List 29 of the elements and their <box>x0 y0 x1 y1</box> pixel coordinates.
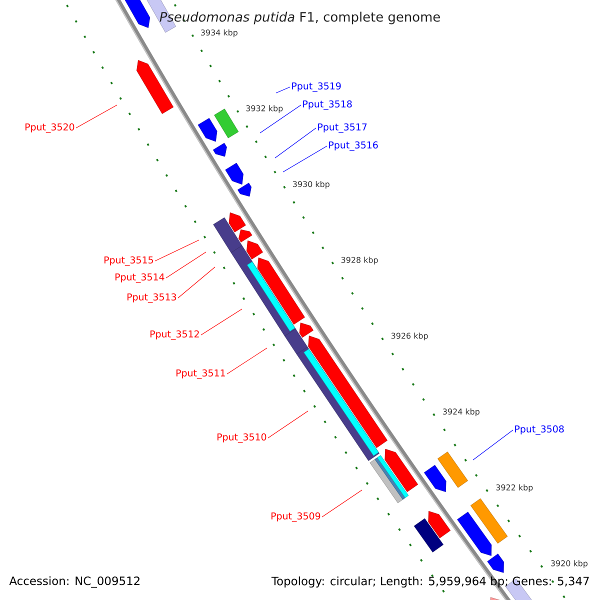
leader-line <box>268 410 308 438</box>
leader-line <box>76 104 118 128</box>
leader-line <box>226 348 268 374</box>
leader-line <box>154 240 200 262</box>
leader-line <box>260 104 302 134</box>
leader-line <box>274 128 316 158</box>
leader-line <box>322 490 362 518</box>
gene-label: Pput_3514 <box>115 273 164 283</box>
gene-label: Pput_3520 <box>25 123 74 133</box>
leader-line <box>282 146 328 172</box>
leader-line <box>200 308 242 336</box>
gene-label: Pput_3511 <box>176 369 225 379</box>
title: Pseudomonas putida F1, complete genome <box>160 12 440 24</box>
gene-label: Pput_3509 <box>271 512 320 522</box>
gene-label: Pput_3516 <box>329 141 378 151</box>
leader-line <box>276 86 290 94</box>
gene-label: Pput_3508 <box>515 425 564 435</box>
gene-label: Pput_3510 <box>217 433 266 443</box>
gene-label: Pput_3519 <box>292 82 341 92</box>
leader-line <box>166 252 206 278</box>
gene-label: Pput_3517 <box>318 123 367 133</box>
gene-label: Pput_3518 <box>303 100 352 110</box>
leader-line <box>472 430 514 460</box>
gene-label: Pput_3513 <box>127 293 176 303</box>
leader-line <box>178 266 216 298</box>
accession-text: Accession: NC_009512 <box>9 576 140 588</box>
genome-info-text: Topology: circular; Length: 5,959,964 bp; Genes: 5,347 <box>271 576 589 588</box>
gene-label: Pput_3515 <box>104 256 153 266</box>
gene-label: Pput_3512 <box>150 330 199 340</box>
